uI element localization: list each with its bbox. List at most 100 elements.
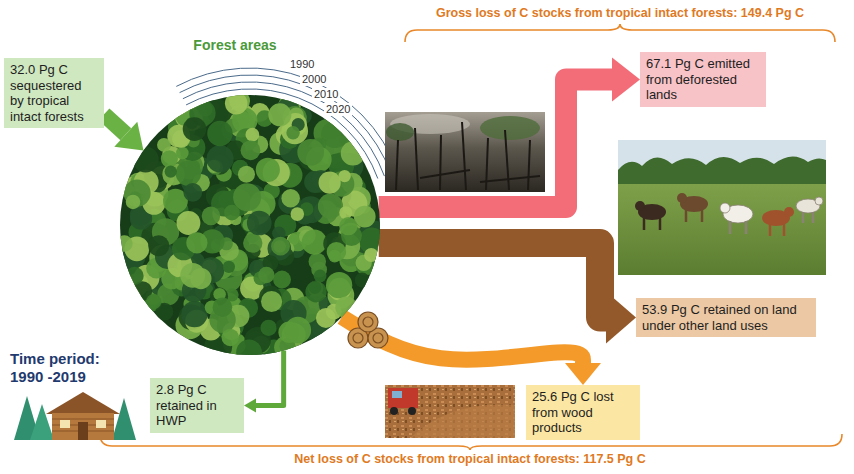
year-label: 1990 bbox=[288, 58, 316, 71]
cabin-and-trees bbox=[60, 420, 70, 428]
flux-box: 2.8 Pg C retained in HWP bbox=[150, 378, 244, 433]
cabin-and-trees bbox=[78, 422, 88, 440]
tree-crown bbox=[183, 117, 207, 141]
log-pile bbox=[363, 317, 373, 327]
pasture-photo bbox=[618, 184, 826, 275]
cabin-and-trees bbox=[30, 404, 54, 440]
burned-forest-photo bbox=[415, 128, 418, 190]
cabin-and-trees bbox=[52, 413, 114, 440]
tree-crown bbox=[328, 250, 341, 263]
pasture-photo bbox=[812, 212, 815, 223]
tree-crown bbox=[241, 140, 261, 160]
tree-crown bbox=[183, 183, 202, 202]
burned-forest-photo bbox=[385, 112, 545, 192]
pasture-photo bbox=[769, 224, 772, 236]
flux-arrow bbox=[379, 243, 606, 318]
pasture-photo bbox=[745, 221, 748, 234]
tree-crown bbox=[236, 340, 262, 355]
tree-crown bbox=[207, 145, 234, 172]
tree-crown bbox=[213, 297, 233, 317]
flux-text: 25.6 Pg C lost from wood products bbox=[532, 389, 634, 436]
burned-forest-photo bbox=[396, 122, 540, 190]
tree-crown bbox=[316, 308, 336, 328]
forest-circle: Forest areas bbox=[120, 95, 380, 355]
tree-crown bbox=[207, 121, 232, 146]
tree-crown bbox=[126, 195, 141, 210]
cabin-and-trees bbox=[112, 398, 136, 440]
burned-forest-photo bbox=[480, 176, 540, 182]
pasture-photo bbox=[802, 212, 805, 223]
tree-crown bbox=[309, 253, 326, 270]
tree-crown bbox=[285, 317, 312, 344]
pasture-photo bbox=[677, 193, 687, 203]
flux-box: 67.1 Pg C emitted from deforested lands bbox=[640, 52, 766, 107]
tree-crown bbox=[302, 230, 327, 255]
year-label: 2020 bbox=[324, 103, 352, 116]
pasture-photo bbox=[635, 201, 645, 211]
cabin-and-trees bbox=[52, 419, 114, 420]
tree-crown bbox=[260, 320, 276, 336]
burned-forest-photo bbox=[480, 116, 540, 140]
log-pile bbox=[373, 333, 383, 343]
tree-crown bbox=[286, 126, 300, 140]
pasture-photo bbox=[729, 221, 732, 234]
year-label: 2000 bbox=[300, 73, 328, 86]
pasture-photo bbox=[815, 197, 823, 205]
tree-crown bbox=[261, 291, 282, 312]
tree-crown bbox=[148, 235, 169, 256]
tree-crown bbox=[157, 138, 171, 152]
tree-crown bbox=[297, 139, 324, 166]
flux-arrow bbox=[256, 351, 284, 406]
tree-crown bbox=[176, 147, 189, 160]
log-pile bbox=[358, 312, 378, 332]
tree-crown bbox=[176, 161, 201, 186]
connector-group bbox=[104, 79, 612, 405]
tree-crown bbox=[238, 166, 255, 183]
tree-crown bbox=[161, 150, 178, 167]
tree-crown bbox=[146, 294, 161, 309]
tree-crown bbox=[319, 172, 341, 194]
tree-crown bbox=[305, 281, 326, 302]
flux-arrow bbox=[379, 79, 612, 207]
tree-crown bbox=[120, 235, 133, 251]
tree-crown bbox=[181, 301, 207, 327]
tree-crown bbox=[247, 211, 272, 236]
tree-crown bbox=[258, 267, 274, 283]
forest-canopy bbox=[120, 95, 380, 355]
tree-crown bbox=[268, 103, 291, 126]
wood-chips-photo bbox=[388, 388, 418, 408]
tree-crown bbox=[126, 267, 144, 285]
tree-crown bbox=[165, 166, 177, 178]
tree-crown bbox=[243, 233, 262, 252]
burned-forest-photo bbox=[505, 130, 509, 190]
flux-text: 53.9 Pg C retained on land under other l… bbox=[642, 302, 810, 333]
tree-crown bbox=[326, 272, 352, 298]
pasture-photo bbox=[659, 218, 662, 230]
wood-chips-photo bbox=[385, 385, 515, 438]
pasture-photo bbox=[643, 218, 646, 230]
pasture-photo bbox=[784, 207, 794, 217]
wood-chips-photo bbox=[408, 407, 416, 415]
tree-crown bbox=[341, 141, 365, 165]
flux-box: 32.0 Pg C sequestered by tropical intact… bbox=[4, 58, 104, 128]
burned-forest-photo bbox=[385, 112, 545, 192]
flux-text: 2.8 Pg C retained in HWP bbox=[156, 382, 238, 429]
tree-crown bbox=[222, 329, 240, 347]
cabin-and-trees bbox=[46, 392, 120, 414]
tree-crown bbox=[186, 232, 207, 253]
pasture-photo bbox=[685, 210, 688, 222]
burned-forest-photo bbox=[420, 170, 470, 178]
burned-forest-photo bbox=[396, 140, 398, 190]
wood-chips-photo bbox=[392, 391, 402, 398]
tree-crown bbox=[224, 205, 240, 221]
pasture-photo bbox=[618, 156, 826, 186]
period-label: Time period: 1990 -2019 bbox=[10, 350, 110, 386]
tree-crown bbox=[245, 128, 259, 142]
flux-arrow bbox=[104, 114, 126, 134]
tree-crown bbox=[339, 217, 357, 235]
tree-crown bbox=[133, 146, 159, 172]
pasture-photo bbox=[618, 140, 826, 275]
bracket bbox=[100, 24, 842, 450]
log-pile bbox=[348, 312, 388, 348]
